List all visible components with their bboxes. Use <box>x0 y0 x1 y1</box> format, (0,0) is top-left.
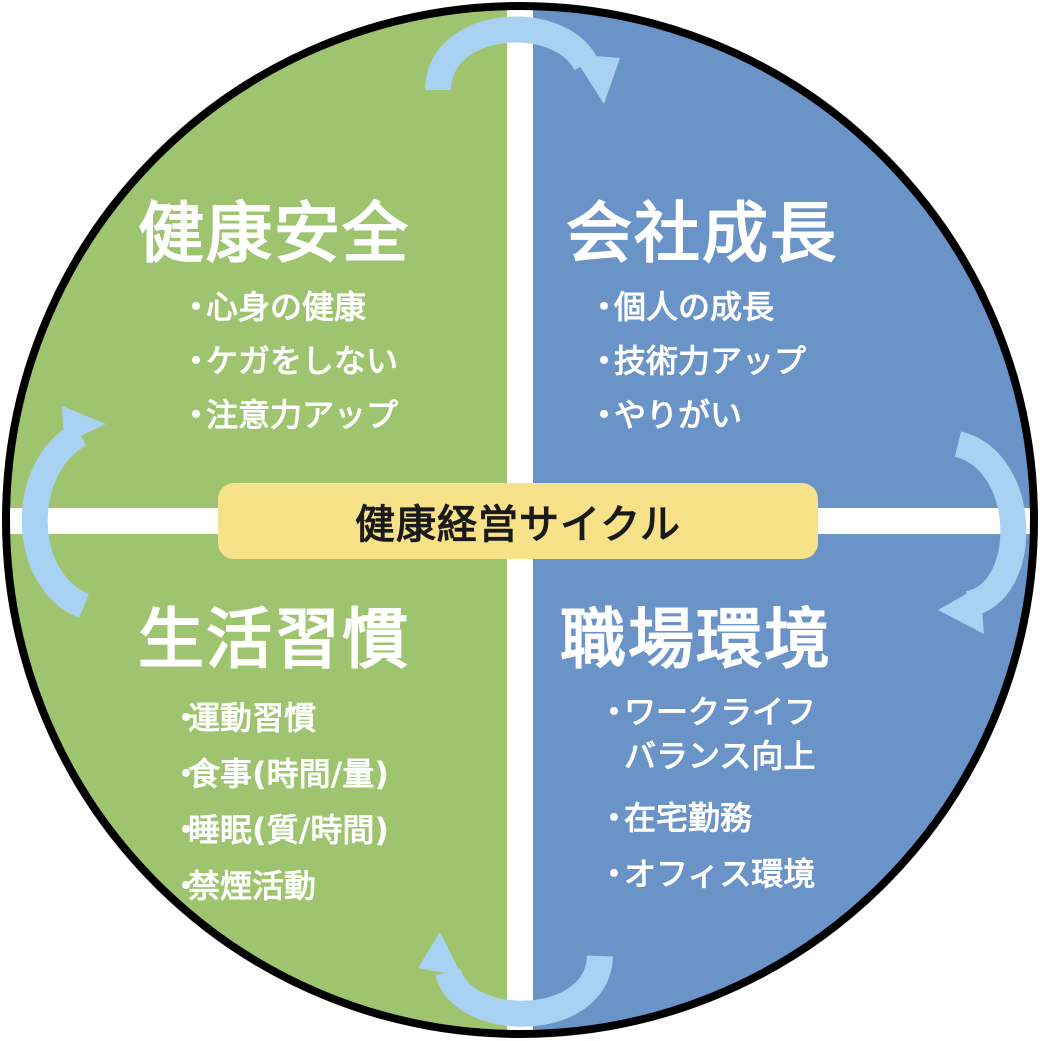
bullet-icon: ・ <box>170 867 203 905</box>
list-item: ・運動習慣 <box>170 690 389 746</box>
list-item: ・ケガをしない <box>180 334 398 388</box>
arrow-right-head-icon <box>938 586 984 634</box>
bullet-icon: ・ <box>170 755 203 793</box>
bullet-icon: ・ <box>170 699 203 737</box>
quadrant-list-workplace-environment: ・ワークライフ バランス向上 ・在宅勤務 ・オフィス環境 <box>598 690 816 902</box>
bullet-icon: ・ <box>598 693 631 731</box>
bullet-icon: ・ <box>588 288 621 326</box>
quadrant-list-lifestyle-habits: ・運動習慣 ・食事(時間/量) ・睡眠(質/時間) ・禁煙活動 <box>170 690 389 914</box>
arrow-top-icon <box>425 16 598 92</box>
bullet-icon: ・ <box>170 811 203 849</box>
arrow-bottom-icon <box>435 954 613 1027</box>
bullet-icon: ・ <box>180 396 213 434</box>
list-item: ・個人の成長 <box>588 280 806 334</box>
center-label-pill: 健康経営サイクル <box>218 483 818 559</box>
quadrant-title-company-growth: 会社成長 <box>566 195 838 272</box>
quadrant-list-company-growth: ・個人の成長 ・技術力アップ ・やりがい <box>588 280 806 442</box>
arrow-bottom-head-icon <box>418 932 462 976</box>
list-item: ・在宅勤務 <box>598 790 816 846</box>
list-item: ・オフィス環境 <box>598 846 816 902</box>
bullet-icon: ・ <box>598 799 631 837</box>
quadrant-title-health-safety: 健康安全 <box>138 195 410 272</box>
bullet-icon: ・ <box>180 342 213 380</box>
bullet-icon: ・ <box>588 342 621 380</box>
arrow-left-icon <box>21 422 90 619</box>
list-item: ・ワークライフ バランス向上 <box>598 690 816 778</box>
list-item: ・禁煙活動 <box>170 858 389 914</box>
bullet-icon: ・ <box>598 855 631 893</box>
center-label: 健康経営サイクル <box>355 502 681 548</box>
list-item: ・技術力アップ <box>588 334 806 388</box>
list-item: ・やりがい <box>588 388 806 442</box>
quadrant-list-health-safety: ・心身の健康 ・ケガをしない ・注意力アップ <box>180 280 398 442</box>
list-item: ・食事(時間/量) <box>170 746 389 802</box>
arrow-left-head-icon <box>62 406 106 444</box>
arrow-right-icon <box>953 431 1027 617</box>
list-item: ・睡眠(質/時間) <box>170 802 389 858</box>
list-item: ・注意力アップ <box>180 388 398 442</box>
quadrant-title-workplace-environment: 職場環境 <box>560 601 832 678</box>
arrow-top-head-icon <box>572 54 620 104</box>
bullet-icon: ・ <box>180 288 213 326</box>
list-item: ・心身の健康 <box>180 280 398 334</box>
quadrant-title-lifestyle-habits: 生活習慣 <box>138 601 410 678</box>
bullet-icon: ・ <box>588 396 621 434</box>
